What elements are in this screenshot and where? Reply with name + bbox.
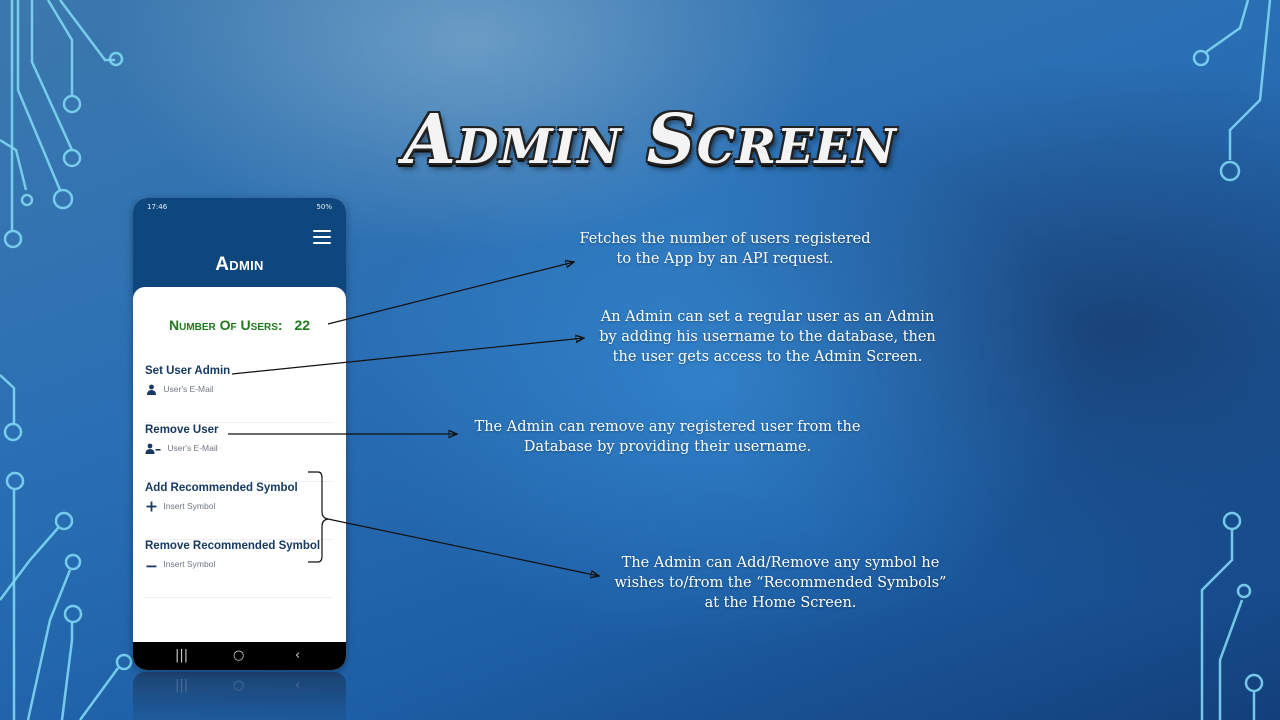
back-button[interactable]: ‹ [295,648,301,663]
add-recommended-symbol-field[interactable]: Add Recommended Symbol Insert Symbol [145,482,333,540]
user-admin-icon [145,384,157,396]
add-recommended-symbol-label: Add Recommended Symbol [145,482,298,494]
status-bar: 17:46 50% [133,202,346,216]
remove-user-label: Remove User [145,424,219,436]
plus-icon [145,501,157,512]
minus-icon [145,559,157,570]
users-count: 22 [294,317,311,333]
phone-reflection: |||○‹ [133,672,346,720]
remove-user-field[interactable]: Remove User User's E-Mail [145,424,333,482]
add-symbol-input[interactable]: Insert Symbol [163,501,216,511]
set-user-admin-field[interactable]: Set User Admin User's E-Mail [145,365,333,423]
annotation-line: at the Home Screen. [704,595,857,611]
arrow-user-count [327,262,574,325]
arrow-set-admin [231,338,584,375]
android-nav-bar: ||| ○ ‹ [133,642,346,670]
hamburger-menu-icon[interactable] [313,230,331,244]
annotation-set-admin: An Admin can set a regular user as an Ad… [580,307,955,367]
annotation-line: The Admin can Add/Remove any symbol he [621,555,940,571]
annotation-line: the user gets access to the Admin Screen… [612,349,923,365]
set-user-admin-input[interactable]: User's E-Mail [163,384,214,394]
app-title: Admin [215,254,264,275]
annotation-line: An Admin can set a regular user as an Ad… [600,309,935,325]
slide-title: Admin Screen [403,100,897,180]
status-time: 17:46 [147,203,168,211]
remove-recommended-symbol-label: Remove Recommended Symbol [145,540,321,552]
remove-symbol-input[interactable]: Insert Symbol [163,559,216,569]
annotation-line: to the App by an API request. [616,251,834,267]
remove-recommended-symbol-field[interactable]: Remove Recommended Symbol Insert Symbol [145,540,333,598]
recents-button[interactable]: ||| [175,648,189,663]
symbol-bracket [308,471,329,563]
annotation-line: wishes to/from the “Recommended Symbols” [614,575,947,591]
annotation-line: Fetches the number of users registered [579,231,871,247]
user-minus-icon [145,443,161,455]
battery-level: 50% [316,203,332,211]
arrow-symbols [327,518,599,576]
remove-user-input[interactable]: User's E-Mail [167,443,218,453]
set-user-admin-label: Set User Admin [145,365,231,377]
number-of-users: Number Of Users: 22 [133,317,346,333]
app-header: 17:46 50% Admin [133,198,346,303]
annotation-user-count: Fetches the number of users registered t… [560,229,890,269]
users-label: Number Of Users: [168,317,283,333]
admin-panel: Number Of Users: 22 Set User Admin User'… [133,287,346,642]
annotation-remove-user: The Admin can remove any registered user… [455,417,880,457]
annotation-line: by adding his username to the database, … [599,329,936,345]
annotation-line: The Admin can remove any registered user… [474,419,861,435]
home-button[interactable]: ○ [233,648,245,663]
annotation-symbols: The Admin can Add/Remove any symbol he w… [603,553,958,613]
annotation-line: Database by providing their username. [523,439,812,455]
